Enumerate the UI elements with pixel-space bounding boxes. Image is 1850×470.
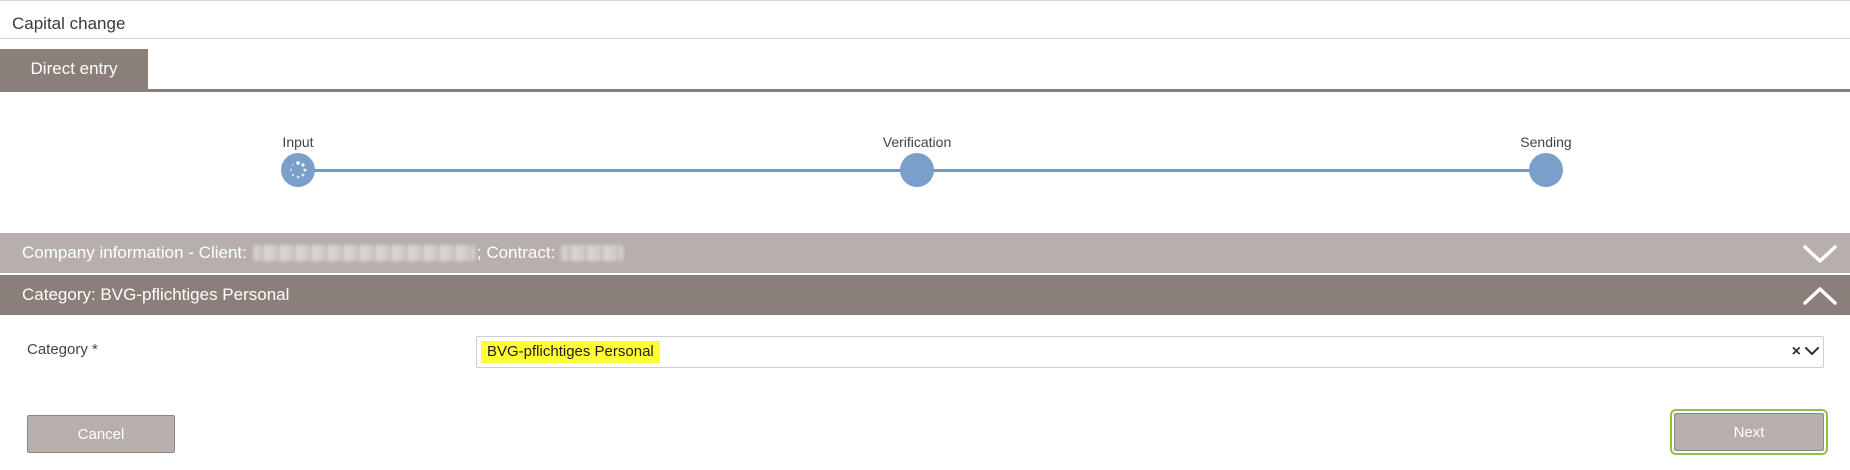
company-panel-heading: Company information - Client: ; Contract… bbox=[22, 243, 625, 263]
contract-number-redacted bbox=[561, 245, 624, 261]
tab-underline bbox=[0, 89, 1850, 92]
category-panel[interactable]: Category: BVG-pflichtiges Personal bbox=[0, 275, 1850, 315]
step-input-dot bbox=[281, 153, 315, 187]
spinner-icon bbox=[289, 161, 307, 179]
chevron-down-icon[interactable] bbox=[1804, 344, 1820, 358]
client-name-redacted bbox=[252, 245, 475, 261]
step-label-input: Input bbox=[282, 134, 314, 150]
clear-icon[interactable]: × bbox=[1791, 343, 1801, 360]
company-panel-prefix: Company information - Client: bbox=[22, 243, 247, 262]
next-button[interactable]: Next bbox=[1670, 409, 1828, 455]
step-verification-dot bbox=[900, 153, 934, 187]
step-label-sending: Sending bbox=[1520, 134, 1572, 150]
step-sending-dot bbox=[1529, 153, 1563, 187]
step-label-verification: Verification bbox=[882, 134, 952, 150]
company-information-panel[interactable]: Company information - Client: ; Contract… bbox=[0, 233, 1850, 273]
page-title: Capital change bbox=[12, 14, 126, 33]
chevron-down-icon[interactable] bbox=[1802, 239, 1838, 267]
category-panel-title: Category: BVG-pflichtiges Personal bbox=[22, 285, 290, 304]
tab-direct-entry[interactable]: Direct entry bbox=[0, 49, 148, 89]
category-select[interactable]: BVG-pflichtiges Personal × bbox=[476, 336, 1824, 368]
contract-prefix: ; Contract: bbox=[476, 243, 556, 262]
category-field-label: Category * bbox=[27, 341, 98, 358]
chevron-up-icon[interactable] bbox=[1802, 281, 1838, 309]
cancel-button[interactable]: Cancel bbox=[27, 415, 175, 453]
title-divider bbox=[0, 38, 1850, 39]
top-border bbox=[0, 0, 1850, 1]
category-selected-value: BVG-pflichtiges Personal bbox=[481, 341, 660, 363]
